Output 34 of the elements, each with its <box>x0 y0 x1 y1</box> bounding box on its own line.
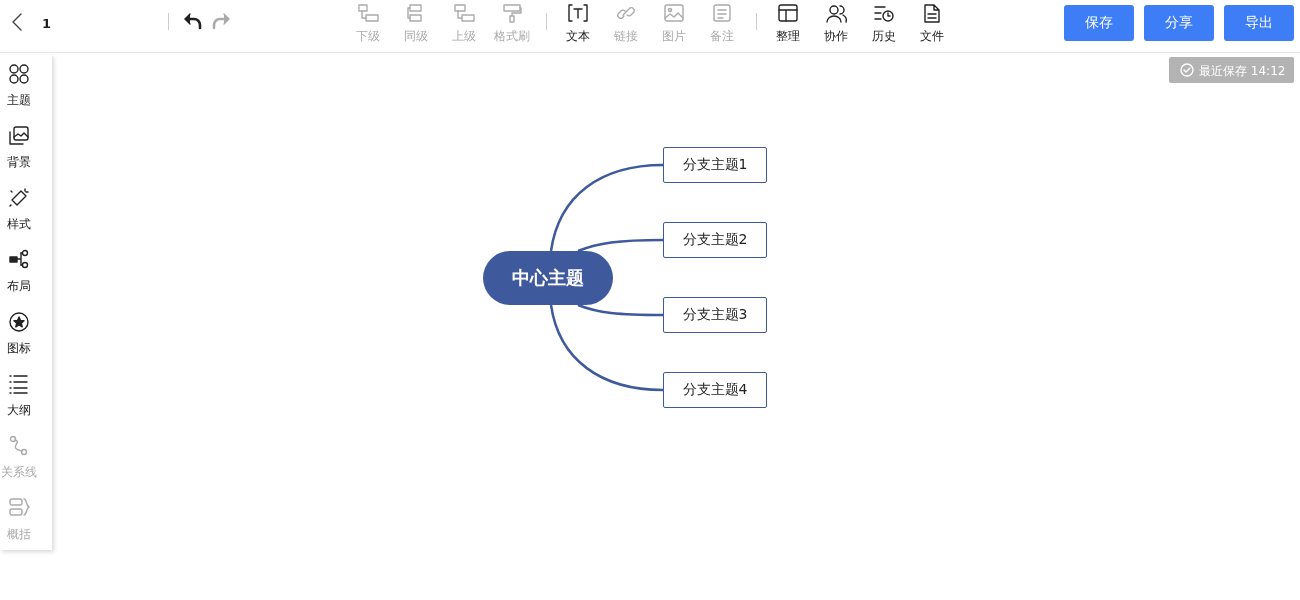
sidebar-label: 布局 <box>7 278 31 295</box>
toolbar-label: 备注 <box>710 28 734 45</box>
sidebar-label: 主题 <box>7 92 31 109</box>
toolbar-label: 同级 <box>404 28 428 45</box>
document-title: 1 <box>42 16 52 31</box>
connector-curve <box>577 303 663 317</box>
toolbar-label: 文本 <box>566 28 590 45</box>
save-status-text: 最近保存 14:12 <box>1199 63 1286 80</box>
toolbar-label: 链接 <box>614 28 638 45</box>
connector-curve <box>549 163 664 252</box>
toolbar-label: 历史 <box>872 28 896 45</box>
sidebar-label: 背景 <box>7 154 31 171</box>
connector-curve <box>549 304 664 392</box>
toolbar-label: 上级 <box>452 28 476 45</box>
connector-curve <box>577 238 663 253</box>
sidebar-label: 关系线 <box>1 464 37 481</box>
branch-topic: 分支主题4 <box>663 372 767 408</box>
branch-topic: 分支主题1 <box>663 147 767 183</box>
branch-topic: 分支主题3 <box>663 297 767 333</box>
branch-topic: 分支主题2 <box>663 222 767 258</box>
sidebar-label: 图标 <box>7 340 31 357</box>
toolbar-label: 整理 <box>776 28 800 45</box>
action-button: 保存 <box>1064 5 1134 41</box>
sidebar-label: 大纲 <box>7 402 31 419</box>
action-button: 分享 <box>1144 5 1214 41</box>
sidebar-label: 样式 <box>7 216 31 233</box>
toolbar-label: 下级 <box>356 28 380 45</box>
toolbar-label: 格式刷 <box>494 28 530 45</box>
toolbar-label: 图片 <box>662 28 686 45</box>
sidebar-label: 概括 <box>7 526 31 543</box>
central-topic: 中心主题 <box>483 251 613 305</box>
toolbar-label: 文件 <box>920 28 944 45</box>
action-button: 导出 <box>1224 5 1294 41</box>
toolbar-label: 协作 <box>824 28 848 45</box>
